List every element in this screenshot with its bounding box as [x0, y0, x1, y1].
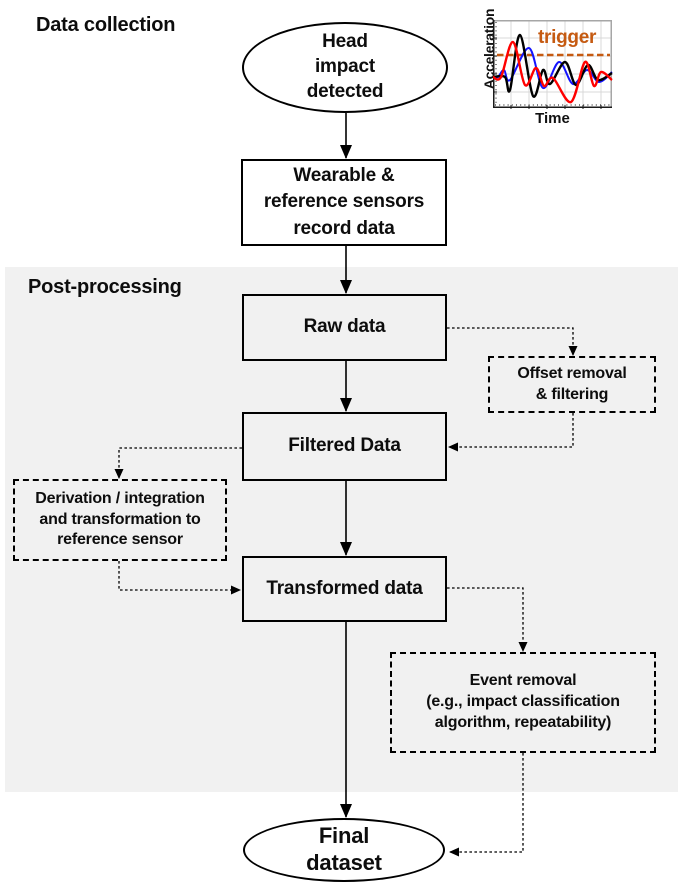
process-event-removal: Event removal (e.g., impact classificati…	[390, 652, 656, 753]
process-offset-removal-filtering: Offset removal & filtering	[488, 356, 656, 413]
node-final-dataset-label: Final dataset	[306, 823, 382, 875]
node-final-dataset: Final dataset	[243, 818, 445, 882]
process-derivation-integration-transformation-label: Derivation / integration and transformat…	[35, 489, 205, 549]
node-filtered-data: Filtered Data	[242, 412, 447, 481]
inset-axes	[493, 20, 612, 108]
node-filtered-data-label: Filtered Data	[288, 435, 401, 457]
node-raw-data: Raw data	[242, 294, 447, 361]
node-transformed-data: Transformed data	[242, 556, 447, 622]
process-derivation-integration-transformation: Derivation / integration and transformat…	[13, 479, 227, 561]
acceleration-inset-chart: Acceleration trigger Time	[466, 6, 622, 128]
inset-frame	[493, 20, 612, 108]
trigger-label: trigger	[538, 27, 597, 48]
acceleration-trace-red	[492, 40, 613, 104]
node-head-impact-detected-label: Head impact detected	[306, 31, 384, 102]
node-sensors-record-data-label: Wearable & reference sensors record data	[263, 165, 425, 239]
node-head-impact-detected: Head impact detected	[242, 22, 448, 113]
inset-x-axis-label: Time	[535, 110, 570, 127]
section-title-data-collection: Data collection	[36, 14, 176, 36]
node-transformed-data-label: Transformed data	[266, 577, 423, 599]
inset-plot-area	[492, 20, 613, 109]
process-offset-removal-filtering-label: Offset removal & filtering	[517, 364, 627, 403]
inset-major-ticks	[493, 37, 602, 109]
node-sensors-record-data: Wearable & reference sensors record data	[241, 159, 447, 246]
process-event-removal-label: Event removal (e.g., impact classificati…	[426, 672, 620, 731]
node-raw-data-label: Raw data	[303, 316, 386, 338]
section-title-post-processing: Post-processing	[28, 276, 182, 298]
